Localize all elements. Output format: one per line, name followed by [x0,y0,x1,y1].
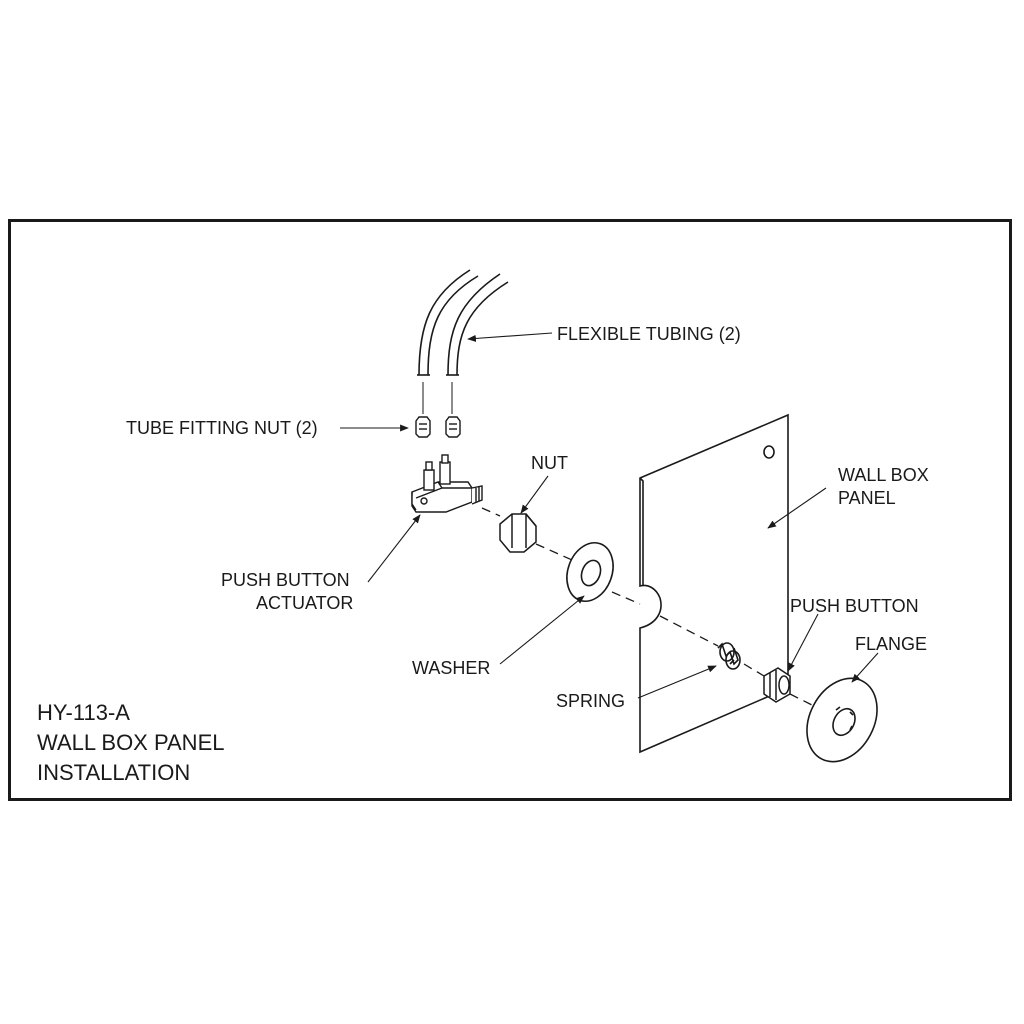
washer-part [566,542,614,602]
leader-nut [520,475,549,514]
leader-lines [340,332,879,699]
label-push-button: PUSH BUTTON [790,596,919,616]
label-wall-box-panel-line2: PANEL [838,488,896,508]
nut-part [499,513,537,553]
diagram-code: HY-113-A [37,700,130,725]
diagram-title-block: HY-113-A WALL BOX PANEL INSTALLATION [37,698,224,788]
leader-push-button [787,613,819,672]
diagram-title-line1: WALL BOX PANEL [37,730,225,755]
label-wall-box-panel-line1: WALL BOX [838,465,929,485]
flange-part [806,677,878,763]
flexible-tubing [417,269,509,414]
diagram-title-line2: INSTALLATION [37,760,191,785]
leader-flexible-tubing [467,332,553,342]
label-nut: NUT [531,453,568,473]
leader-washer [499,595,585,665]
label-washer: WASHER [412,658,491,678]
label-flange: FLANGE [855,634,928,654]
leader-flange [851,652,879,683]
leader-push-button-actuator [367,514,421,583]
spring-part [717,642,741,670]
label-flexible-tubing: FLEXIBLE TUBING (2) [557,324,741,344]
leader-spring [637,665,717,699]
leader-wall-box-panel [767,487,827,529]
label-tube-fitting-nut: TUBE FITTING NUT (2) [126,418,318,438]
wall-box-panel [639,413,789,754]
push-button-part [763,667,791,703]
label-push-button-actuator-line1: PUSH BUTTON [221,570,350,590]
assembly-centerline [481,507,815,707]
tube-fitting-nuts [415,416,461,438]
label-spring: SPRING [556,691,626,711]
label-push-button-actuator-line2: ACTUATOR [256,593,354,613]
push-button-actuator [411,454,483,513]
